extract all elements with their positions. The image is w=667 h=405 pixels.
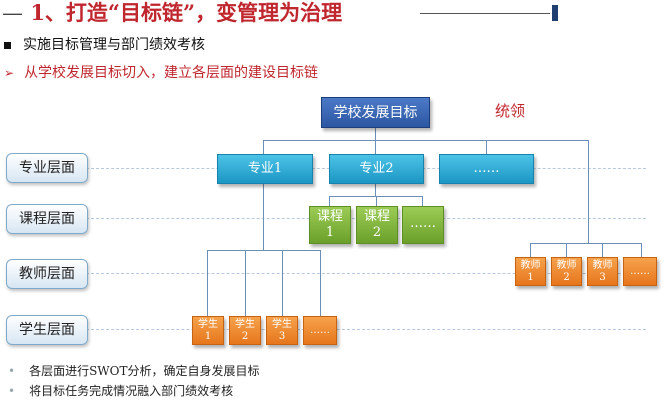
connector xyxy=(376,196,377,206)
teacher-label: 教师 xyxy=(556,260,577,271)
student-number: 3 xyxy=(278,331,286,342)
level-guide-line xyxy=(86,329,646,330)
teacher-number: 3 xyxy=(599,272,606,283)
point-2: ➢ 从学校发展目标切入，建立各层面的建设目标链 xyxy=(4,62,318,82)
node-teacher-3: 教师 3 xyxy=(587,257,618,286)
teacher-label: 教师 xyxy=(592,260,613,271)
level-student: 学生层面 xyxy=(6,315,88,345)
point-2-text: 从学校发展目标切入，建立各层面的建设目标链 xyxy=(24,65,319,81)
node-major-1: 专业1 xyxy=(217,154,313,184)
node-student-more: …… xyxy=(303,316,337,345)
student-number: 2 xyxy=(241,331,249,342)
course-number: 1 xyxy=(325,225,335,240)
square-bullet-icon xyxy=(4,41,11,49)
node-course-more: …… xyxy=(402,206,444,244)
title-rule-end xyxy=(552,5,558,21)
connector xyxy=(282,250,283,316)
connector xyxy=(530,243,531,257)
node-student-3: 学生 3 xyxy=(266,316,298,345)
connector xyxy=(641,243,642,257)
title-text: 1、打造“目标链”，变管理为治理 xyxy=(30,0,343,25)
connector xyxy=(263,184,264,250)
student-label: 学生 xyxy=(198,319,218,330)
node-course-2: 课程 2 xyxy=(356,206,398,244)
connector xyxy=(375,184,376,196)
node-student-1: 学生 1 xyxy=(192,316,224,345)
arrow-bullet-icon: ➢ xyxy=(4,66,15,80)
connector xyxy=(207,250,208,316)
bullet-text: 各层面进行SWOT分析，确定自身发展目标 xyxy=(29,364,260,378)
level-teacher: 教师层面 xyxy=(6,259,88,289)
teacher-label: 教师 xyxy=(520,260,541,271)
point-1-text: 实施目标管理与部门绩效考核 xyxy=(23,37,205,53)
connector xyxy=(207,250,321,251)
annotation-tongling: 统领 xyxy=(495,102,526,120)
connector xyxy=(375,128,376,140)
level-major: 专业层面 xyxy=(6,153,88,183)
student-label: 学生 xyxy=(235,319,255,330)
node-teacher-more: …… xyxy=(623,257,657,286)
bullet-text: 将目标任务完成情况融入部门绩效考核 xyxy=(29,384,234,398)
dot-bullet-icon: • xyxy=(8,384,16,398)
connector xyxy=(602,243,603,257)
title-dash: — xyxy=(2,1,23,25)
connector xyxy=(245,250,246,316)
connector xyxy=(375,140,376,154)
dot-bullet-icon: • xyxy=(8,364,16,378)
connector xyxy=(422,196,423,206)
teacher-number: 2 xyxy=(563,272,570,283)
node-course-1: 课程 1 xyxy=(309,206,351,244)
connector xyxy=(263,140,264,154)
course-number: 2 xyxy=(372,225,382,240)
course-label: 课程 xyxy=(363,209,390,224)
connector xyxy=(588,140,589,243)
node-teacher-1: 教师 1 xyxy=(515,257,546,286)
node-major-2: 专业2 xyxy=(329,154,424,184)
node-root: 学校发展目标 xyxy=(321,97,430,128)
bullet-item: • 将目标任务完成情况融入部门绩效考核 xyxy=(8,382,233,399)
node-major-more: …… xyxy=(439,154,534,184)
connector xyxy=(566,243,567,257)
level-course: 课程层面 xyxy=(6,204,88,234)
connector xyxy=(329,196,330,206)
student-number: 1 xyxy=(204,331,212,342)
connector xyxy=(530,243,642,244)
node-teacher-2: 教师 2 xyxy=(551,257,582,286)
connector xyxy=(486,140,487,154)
student-label: 学生 xyxy=(272,319,292,330)
point-1: 实施目标管理与部门绩效考核 xyxy=(4,34,205,54)
connector xyxy=(320,250,321,316)
title-rule xyxy=(420,13,550,14)
node-student-2: 学生 2 xyxy=(229,316,261,345)
teacher-number: 1 xyxy=(527,272,534,283)
bullet-item: • 各层面进行SWOT分析，确定自身发展目标 xyxy=(8,362,259,379)
course-label: 课程 xyxy=(316,209,343,224)
connector xyxy=(263,140,588,141)
page-title: — 1、打造“目标链”，变管理为治理 xyxy=(2,0,342,26)
level-guide-line xyxy=(86,273,646,274)
